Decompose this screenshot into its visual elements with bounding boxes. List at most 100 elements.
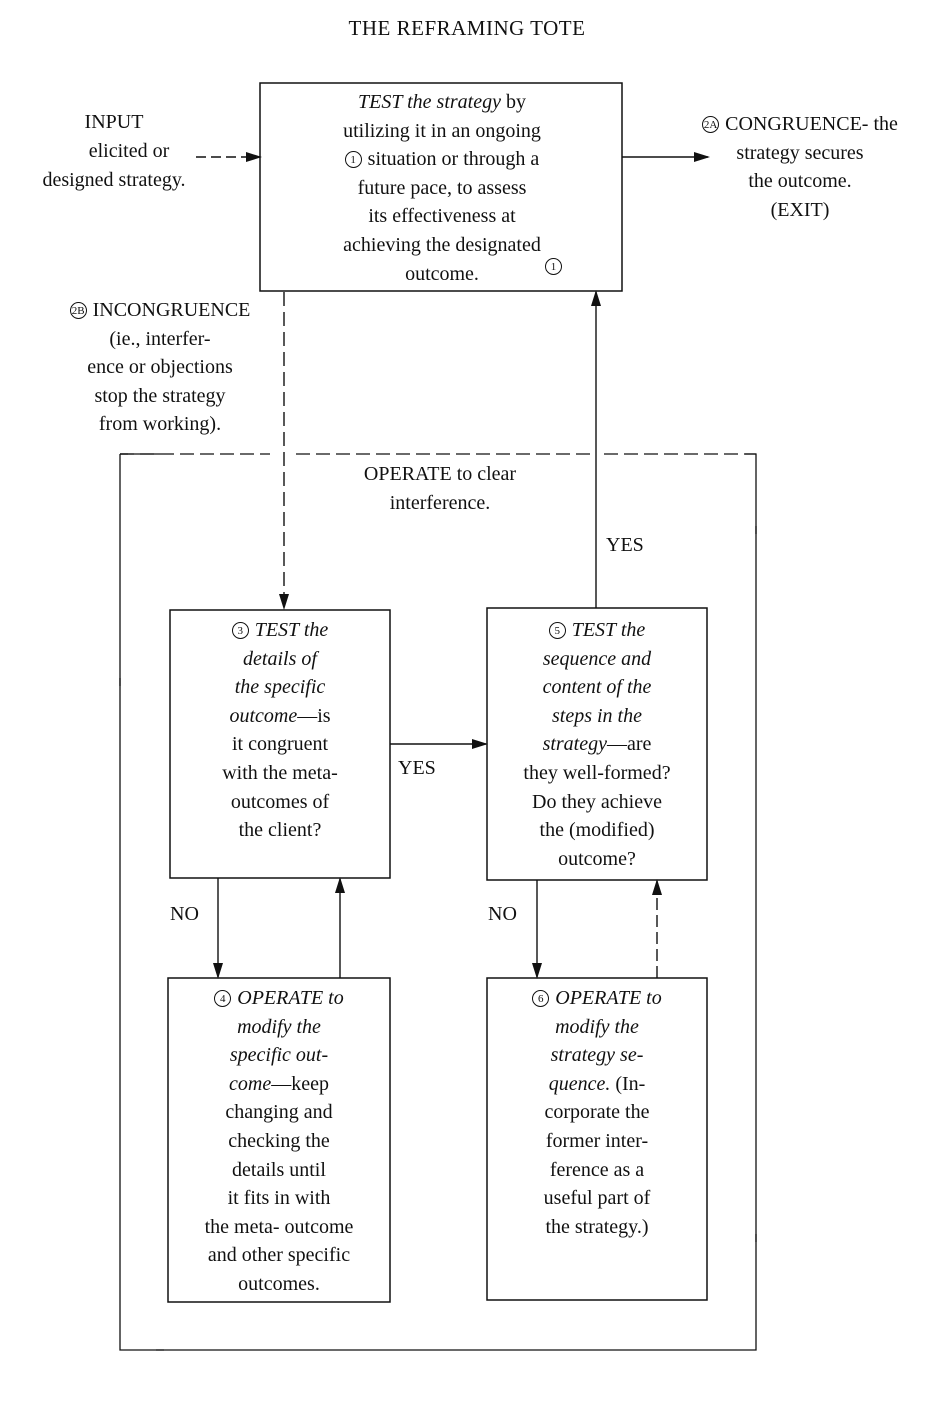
input-line: INPUT bbox=[84, 111, 144, 133]
plain-text: (EXIT) bbox=[770, 198, 830, 221]
plain-text: it congruent bbox=[231, 733, 329, 756]
text-line: strategy se- bbox=[487, 1041, 707, 1070]
text-line: (EXIT) bbox=[660, 196, 934, 225]
italic-text: strategy se- bbox=[550, 1044, 644, 1067]
plain-text: and other specific bbox=[207, 1244, 351, 1267]
no-5-label: NO bbox=[488, 903, 517, 925]
yes-3-to-5-label: YES bbox=[398, 757, 436, 779]
text-line: ference as a bbox=[487, 1156, 707, 1185]
text-line: sequence and bbox=[487, 645, 707, 674]
text-line: specific out- bbox=[168, 1041, 390, 1070]
italic-text: modify the bbox=[555, 1015, 639, 1038]
input-label: INPUT elicited or designed strategy. bbox=[14, 108, 214, 195]
text-line: the strategy.) bbox=[487, 1213, 707, 1242]
italic-text: quence. bbox=[548, 1072, 611, 1095]
italic-text: modify the bbox=[237, 1015, 321, 1038]
box-6 bbox=[486, 977, 708, 1301]
operate-region-label: OPERATE to clear interference. bbox=[300, 460, 580, 517]
text-line: 5 TEST the bbox=[487, 616, 707, 645]
plain-text: from working). bbox=[98, 413, 222, 436]
plain-text: situation or through a bbox=[367, 148, 540, 171]
plain-text: by bbox=[500, 91, 526, 113]
step-number-badge: 6 bbox=[532, 990, 550, 1007]
plain-text: outcome? bbox=[558, 847, 636, 870]
plain-text: Do they achieve bbox=[532, 790, 662, 813]
plain-text: ference as a bbox=[549, 1158, 645, 1181]
text-line: modify the bbox=[487, 1013, 707, 1042]
plain-text: —keep bbox=[271, 1072, 329, 1095]
plain-text: useful part of bbox=[543, 1187, 651, 1210]
test-main-box bbox=[259, 82, 623, 292]
italic-text: outcome bbox=[229, 704, 298, 727]
italic-text: strategy bbox=[542, 733, 607, 756]
plain-text: checking the bbox=[228, 1129, 330, 1152]
text-line: the client? bbox=[170, 816, 390, 845]
plain-text: (In- bbox=[610, 1072, 646, 1095]
test-main-corner-badge: 1 bbox=[545, 258, 568, 277]
text-line: outcome? bbox=[487, 845, 707, 874]
text-line: (ie., interfer- bbox=[40, 325, 280, 354]
text-line: the (modified) bbox=[487, 816, 707, 845]
box-6-text: 6 OPERATE to modify the strategy se-quence.… bbox=[487, 984, 707, 1241]
plain-text: (ie., interfer- bbox=[109, 327, 211, 350]
text-line: its effectiveness at bbox=[262, 202, 622, 231]
italic-text: TEST the bbox=[571, 619, 646, 641]
text-line: it congruent bbox=[170, 730, 390, 759]
step-number-badge: 2A bbox=[702, 116, 720, 133]
text-line: 2A CONGRUENCE- the bbox=[660, 110, 934, 139]
italic-text: OPERATE to bbox=[555, 987, 662, 1009]
text-line: come—keep bbox=[168, 1070, 390, 1099]
plain-text: changing and bbox=[225, 1101, 333, 1124]
text-line: steps in the bbox=[487, 702, 707, 731]
plain-text: CONGRUENCE- the bbox=[725, 113, 898, 135]
plain-text: corporate the bbox=[544, 1101, 650, 1124]
text-line: outcomes. bbox=[168, 1270, 390, 1299]
text-line: ence or objections bbox=[40, 353, 280, 382]
box-4 bbox=[167, 977, 391, 1303]
step-number-badge: 5 bbox=[548, 622, 566, 639]
no-3-label: NO bbox=[170, 903, 199, 925]
plain-text: the outcome. bbox=[748, 170, 852, 193]
text-line: Do they achieve bbox=[487, 788, 707, 817]
italic-text: come bbox=[229, 1072, 272, 1095]
text-line: outcome. bbox=[262, 260, 622, 289]
italic-text: details of bbox=[243, 647, 317, 670]
text-line: with the meta- bbox=[170, 759, 390, 788]
plain-text: —is bbox=[297, 704, 331, 727]
input-line: designed strategy. bbox=[42, 169, 186, 191]
plain-text: the meta- outcome bbox=[204, 1215, 354, 1238]
italic-text: TEST the bbox=[254, 619, 329, 641]
italic-text: steps in the bbox=[552, 704, 642, 727]
plain-text: the strategy.) bbox=[545, 1215, 649, 1238]
text-line: useful part of bbox=[487, 1184, 707, 1213]
plain-text: outcomes. bbox=[238, 1272, 320, 1295]
plain-text: they well-formed? bbox=[523, 761, 671, 784]
plain-text: —are bbox=[607, 733, 652, 756]
step-number-badge: 3 bbox=[231, 622, 249, 639]
text-line: stop the strategy bbox=[40, 382, 280, 411]
italic-text: TEST the strategy bbox=[358, 91, 501, 113]
text-line: outcome—is bbox=[170, 702, 390, 731]
text-line: it fits in with bbox=[168, 1184, 390, 1213]
text-line: content of the bbox=[487, 673, 707, 702]
plain-text: stop the strategy bbox=[94, 384, 226, 407]
text-line: modify the bbox=[168, 1013, 390, 1042]
text-line: they well-formed? bbox=[487, 759, 707, 788]
diagram-title: THE REFRAMING TOTE bbox=[348, 16, 586, 40]
step-number-badge: 1 bbox=[545, 258, 562, 275]
text-line: the meta- outcome bbox=[168, 1213, 390, 1242]
italic-text: OPERATE to bbox=[237, 987, 344, 1009]
text-line: achieving the designated bbox=[262, 231, 622, 260]
plain-text: details until bbox=[232, 1158, 326, 1181]
text-line: changing and bbox=[168, 1098, 390, 1127]
text-line: details until bbox=[168, 1156, 390, 1185]
plain-text: the (modified) bbox=[539, 819, 655, 842]
plain-text: outcomes of bbox=[230, 790, 330, 813]
text-line: checking the bbox=[168, 1127, 390, 1156]
plain-text: with the meta- bbox=[222, 761, 338, 784]
step-number-badge: 2B bbox=[69, 302, 87, 319]
